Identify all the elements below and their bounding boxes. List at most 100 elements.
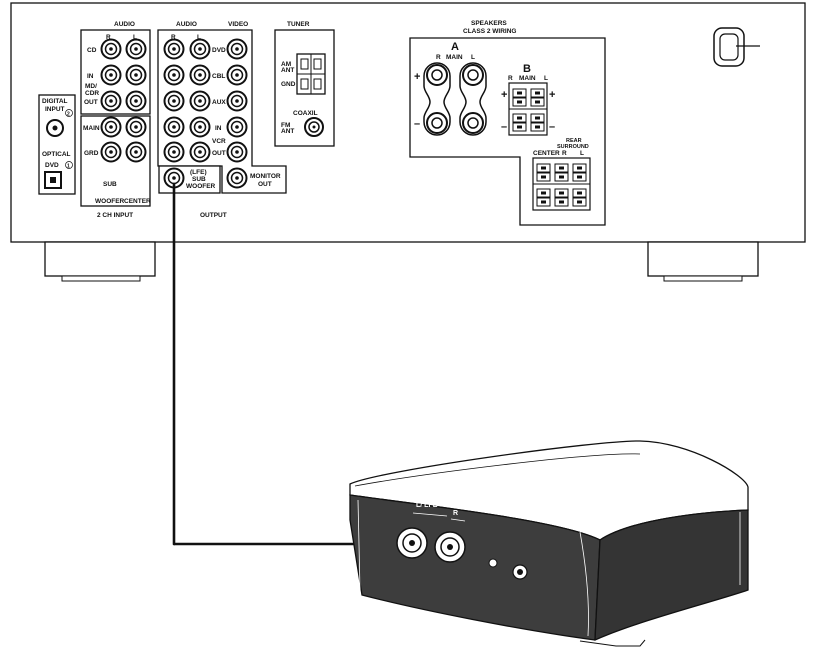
speaker-b-terminals <box>508 82 548 136</box>
rca-jack <box>163 167 185 189</box>
rca-jack <box>100 90 122 112</box>
audio-mid-label: AUDIO <box>176 21 197 28</box>
speaker-a-plus-label: + <box>414 71 420 83</box>
rca-jack <box>100 64 122 86</box>
rca-jack <box>163 116 185 138</box>
monitor-out-label-2: OUT <box>258 181 272 188</box>
gnd-label: GND <box>281 81 296 88</box>
rca-jack <box>100 38 122 60</box>
speaker-terminal <box>572 197 587 207</box>
rca-jack <box>226 64 248 86</box>
rear-l-label: L <box>580 150 584 157</box>
rca-jack <box>163 141 185 163</box>
two-ch-input-label: 2 CH INPUT <box>97 212 133 219</box>
speakers-section: SPEAKERS CLASS 2 WIRING A R MAIN L + – <box>409 20 606 226</box>
optical-label: OPTICAL <box>42 151 71 158</box>
speaker-terminal <box>530 113 545 123</box>
speaker-terminal <box>572 172 587 182</box>
speaker-terminal <box>512 113 527 123</box>
digital-input-label-1: DIGITAL <box>42 98 68 105</box>
rca-jack <box>163 64 185 86</box>
surround-label: SURROUND <box>557 144 589 150</box>
video-dvd-label: DVD <box>212 47 226 54</box>
receiver-foot-right <box>647 241 759 277</box>
speaker-terminal <box>572 188 587 198</box>
fm-ant-label-1: FM <box>281 122 290 129</box>
row-out-label: OUT <box>84 99 98 106</box>
row-main-label: MAIN <box>83 125 100 132</box>
rca-jack <box>226 38 248 60</box>
digital-input-label-2: INPUT <box>45 106 65 113</box>
lfe-cable <box>172 182 392 555</box>
am-ant-label-1: AM <box>281 61 291 68</box>
sub-knob <box>512 564 528 580</box>
rca-jack <box>125 90 147 112</box>
speaker-b-main-label: MAIN <box>519 75 536 82</box>
row-cd-label: CD <box>87 47 97 54</box>
rca-jack <box>189 116 211 138</box>
lfe-label-2: SUB <box>192 176 206 183</box>
tuner-label: TUNER <box>287 21 310 28</box>
rca-jack <box>100 116 122 138</box>
digital-input-section: DIGITAL INPUT 2 OPTICAL DVD 1 <box>38 94 76 195</box>
speaker-terminal <box>530 97 545 107</box>
speakers-class2-label: CLASS 2 WIRING <box>463 28 516 35</box>
rca-jack <box>189 90 211 112</box>
speaker-b-minus-right-label: – <box>549 121 555 133</box>
rear-center-label: CENTER <box>533 150 560 157</box>
rca-jack <box>163 38 185 60</box>
rca-jack <box>125 64 147 86</box>
row-mdcdr-label-2: CDR <box>85 90 99 97</box>
video-label: VIDEO <box>228 21 248 28</box>
sub-l-lfe-label: L/ LFE <box>416 502 438 509</box>
speaker-terminal <box>530 122 545 132</box>
digital-input-1-number: 1 <box>67 164 70 170</box>
subwoofer-side-face <box>594 509 749 642</box>
speaker-terminal <box>536 172 551 182</box>
speaker-terminal <box>554 197 569 207</box>
sub-r-label: R <box>453 510 458 517</box>
rca-jack <box>125 38 147 60</box>
sub-label-2: WOOFER <box>95 198 125 205</box>
speaker-terminal <box>572 163 587 173</box>
rear-label: REAR <box>566 138 582 144</box>
sub-l-lfe-jack <box>396 527 428 559</box>
speaker-terminal <box>536 197 551 207</box>
two-channel-input-section: AUDIO R L CD IN MD/ CDR OUT MAIN GRD SUB… <box>80 21 151 219</box>
row-grd-label: GRD <box>84 150 99 157</box>
row-mdcdr-label-1: MD/ <box>85 83 97 90</box>
dvd-optical-label: DVD <box>45 162 59 169</box>
speakers-label: SPEAKERS <box>471 20 507 27</box>
video-out-label: OUT <box>212 150 226 157</box>
lfe-label-1: (LFE) <box>190 169 207 176</box>
audio-l-label: L <box>133 34 137 41</box>
video-vcr-label: VCR <box>212 138 226 145</box>
row-in-label: IN <box>87 73 94 80</box>
video-in-label: IN <box>215 125 222 132</box>
receiver-foot-left <box>44 241 156 277</box>
sub-label-1: SUB <box>103 181 117 188</box>
rca-jack <box>100 141 122 163</box>
speaker-terminal <box>512 122 527 132</box>
coaxil-label: COAXIL <box>293 110 318 117</box>
rca-jack <box>189 141 211 163</box>
speaker-a-minus-label: – <box>414 118 420 130</box>
av-r-label: R <box>171 34 176 41</box>
tuner-section: TUNER AM ANT GND COAXIL FM ANT <box>274 21 335 147</box>
fm-ant-label-2: ANT <box>281 128 294 135</box>
rca-jack <box>125 116 147 138</box>
speaker-terminal <box>512 97 527 107</box>
speaker-terminal <box>536 188 551 198</box>
audio-video-section: AUDIO VIDEO R L DVD CBL AUX IN VCR OUT (… <box>157 21 287 219</box>
speaker-terminal <box>512 88 527 98</box>
rear-r-label: R <box>562 150 567 157</box>
av-l-label: L <box>197 34 201 41</box>
class2-symbol-icon <box>713 27 760 67</box>
rca-jack <box>189 64 211 86</box>
speaker-terminal <box>536 163 551 173</box>
speaker-b-plus-right-label: + <box>549 89 555 101</box>
speaker-terminal <box>554 163 569 173</box>
speaker-terminal <box>554 188 569 198</box>
rca-jack <box>125 141 147 163</box>
